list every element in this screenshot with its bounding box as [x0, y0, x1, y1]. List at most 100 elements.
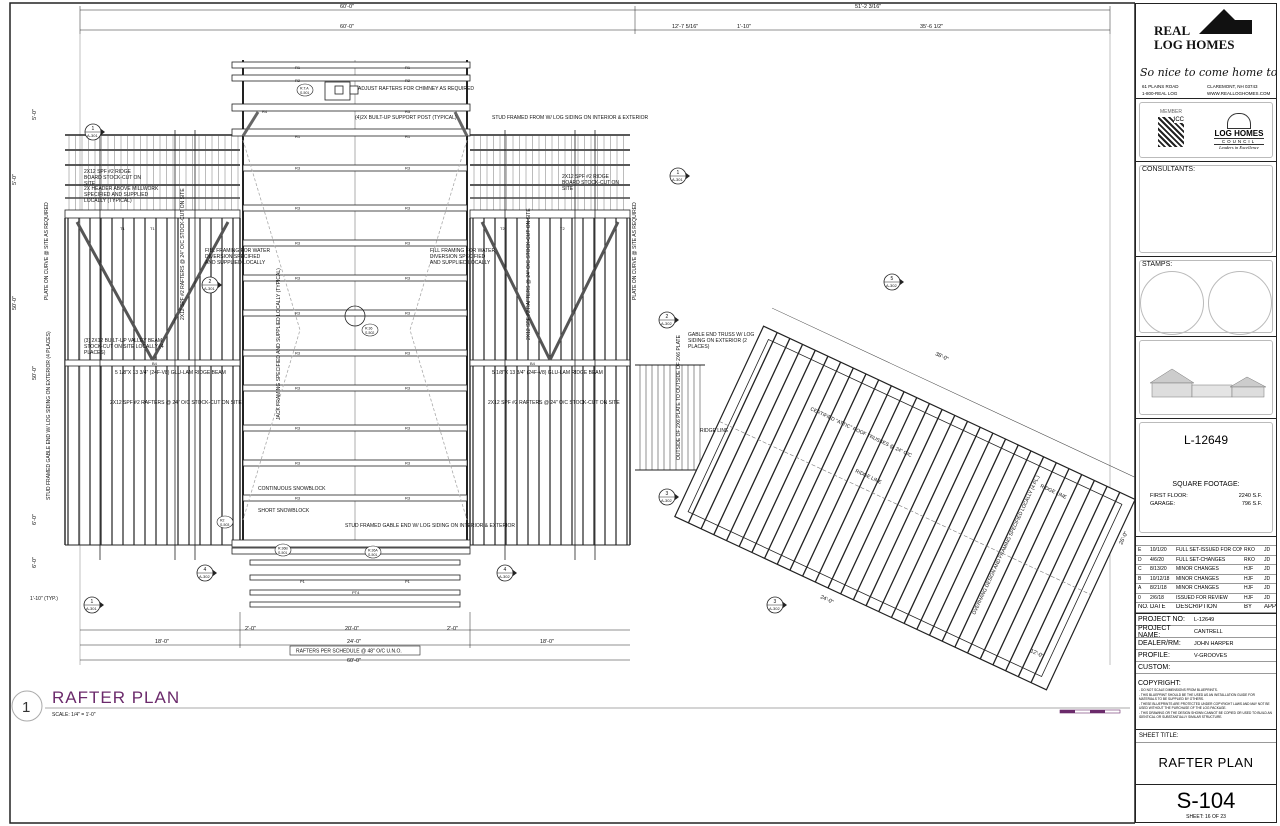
member-label: R3	[295, 206, 301, 211]
valley-beam	[480, 221, 552, 361]
note: RIDGE LINE	[700, 428, 729, 434]
member-label: PT4	[352, 590, 360, 595]
member-label: B4	[152, 361, 158, 366]
note: STUD FRAMED GABLE END W/ LOG SIDING ON E…	[46, 331, 52, 500]
copyright-label: COPYRIGHT:	[1138, 680, 1181, 687]
detail-callout[interactable]: R.36S-502	[361, 323, 379, 337]
dim: 35'-6 1/2"	[920, 24, 943, 30]
marker-sheet: A-301	[672, 177, 683, 182]
rafter-member	[242, 204, 468, 212]
eagle-icon	[1227, 113, 1251, 129]
project-info-row: PROJECT NO:L-12649	[1136, 614, 1276, 626]
company-logo-section: REAL LOG HOMES So nice to come home to 6…	[1136, 4, 1278, 99]
member-label: R3	[295, 241, 301, 246]
square-footage-label: SQUARE FOOTAGE:	[1172, 481, 1240, 488]
svg-text:S-501: S-501	[278, 551, 287, 555]
dim: 2'-0"	[447, 626, 458, 632]
consultants-section: CONSULTANTS:	[1136, 162, 1276, 257]
section-marker[interactable]: 3A-302	[766, 596, 787, 614]
log-homes-council-logo: LOG HOMES COUNCIL Leaders in Excellence	[1214, 113, 1264, 150]
council-name: LOG HOMES	[1214, 129, 1264, 138]
section-marker[interactable]: 3A-302	[658, 488, 679, 506]
rafter-member	[242, 164, 468, 172]
dim: 24'-0"	[819, 594, 834, 605]
title-block: REAL LOG HOMES So nice to come home to 6…	[1135, 3, 1277, 823]
council-sub: COUNCIL	[1214, 138, 1264, 145]
svg-text:R2: R2	[220, 519, 225, 523]
rafter-member	[231, 103, 471, 112]
section-marker[interactable]: 1A-301	[84, 123, 105, 141]
section-marker[interactable]: 1A-301	[669, 167, 690, 185]
svg-text:R.36A: R.36A	[368, 549, 378, 553]
sqft-row: GARAGE:796 S.F.	[1150, 501, 1262, 507]
member-label: R1	[405, 65, 411, 70]
note: PLATE ON CURVE @ SITE AS REQUIRED	[632, 202, 638, 300]
section-marker[interactable]: 4A-302	[496, 564, 517, 582]
member-label: B4	[530, 361, 536, 366]
porch-member	[249, 601, 461, 608]
svg-text:S-503: S-503	[220, 523, 229, 527]
detail-callout[interactable]: R.T.AS-501	[296, 83, 314, 97]
note: OUTSIDE OF 2X6 PLATE TO OUTSIDE OF 2X6 P…	[676, 334, 682, 460]
rafter-member	[231, 128, 471, 137]
member-label: R4	[262, 109, 268, 114]
dim: 6'-0"	[32, 514, 38, 525]
member-label: P1	[405, 579, 411, 584]
house-rendering-section	[1136, 337, 1276, 419]
svg-text:S-502: S-502	[365, 331, 374, 335]
svg-text:R.T.A: R.T.A	[300, 87, 309, 91]
note: 2X12 SPF #2 RAFTERS @ 24" O/C STOCK-CUT …	[110, 400, 242, 406]
plate-beam	[64, 209, 241, 219]
valley-beam	[75, 221, 154, 361]
section-marker[interactable]: 1A-301	[83, 596, 104, 614]
hip-line	[242, 139, 301, 521]
section-marker[interactable]: 4A-302	[196, 564, 217, 582]
marker-sheet: A-302	[769, 606, 780, 611]
member-label: R3	[405, 496, 411, 501]
section-marker[interactable]: 2A-301	[201, 276, 222, 294]
note: 5 1/8"X 13 3/4" (24F-V8) GLU-LAM RIDGE B…	[492, 370, 603, 376]
sheet-number: S-104	[1176, 788, 1236, 813]
member-label: R3	[405, 426, 411, 431]
section-marker[interactable]: 2A-302	[658, 311, 679, 329]
plan-info-section: L-12649 SQUARE FOOTAGE: FIRST FLOOR:2240…	[1136, 419, 1276, 537]
member-label: P1	[300, 579, 306, 584]
member-label: R1	[295, 65, 301, 70]
icc-text: ICC	[1173, 117, 1184, 123]
copyright-line: - THESE BLUEPRINTS ARE PROTECTED UNDER C…	[1139, 702, 1270, 710]
dim: 51'-2 3/16"	[855, 4, 881, 10]
dim: 5'-0"	[12, 174, 18, 185]
truss-line	[700, 338, 791, 530]
member-label: R3	[405, 461, 411, 466]
member-label: R3	[295, 311, 301, 316]
city: CLAREMONT, NH 03743	[1207, 84, 1258, 89]
sheet-title-label: SHEET TITLE:	[1136, 730, 1276, 743]
section-marker[interactable]: 5A-302	[883, 273, 904, 291]
marker-sheet: A-302	[199, 574, 210, 579]
note: ADJUST RAFTERS FOR CHIMNEY AS REQUIRED	[358, 86, 474, 92]
dim: 26'-0"	[1118, 531, 1129, 546]
rafter-member	[242, 349, 468, 357]
sheet-count: SHEET: 16 OF 23	[1186, 814, 1226, 820]
detail-callout[interactable]: R2S-503	[216, 515, 234, 529]
rafter-member	[242, 494, 468, 502]
project-info-row: DEALER/RM:JOHN HARPER	[1136, 638, 1276, 650]
marker-number: 5	[891, 276, 894, 282]
tagline: So nice to come home to	[1140, 66, 1278, 79]
marker-sheet: A-302	[499, 574, 510, 579]
member-label: T2	[500, 226, 505, 231]
marker-number: 2	[666, 314, 669, 320]
website: WWW.REALLOGHOMES.COM	[1207, 91, 1271, 96]
member-label: R5	[405, 109, 411, 114]
copyright-line: - THIS DRAWING OR THE DESIGN SHOWN CANNO…	[1139, 711, 1272, 719]
copyright-line: - THIS BLUEPRINT SHOULD BE THE USED AS A…	[1139, 693, 1255, 701]
porch-member	[231, 539, 471, 548]
